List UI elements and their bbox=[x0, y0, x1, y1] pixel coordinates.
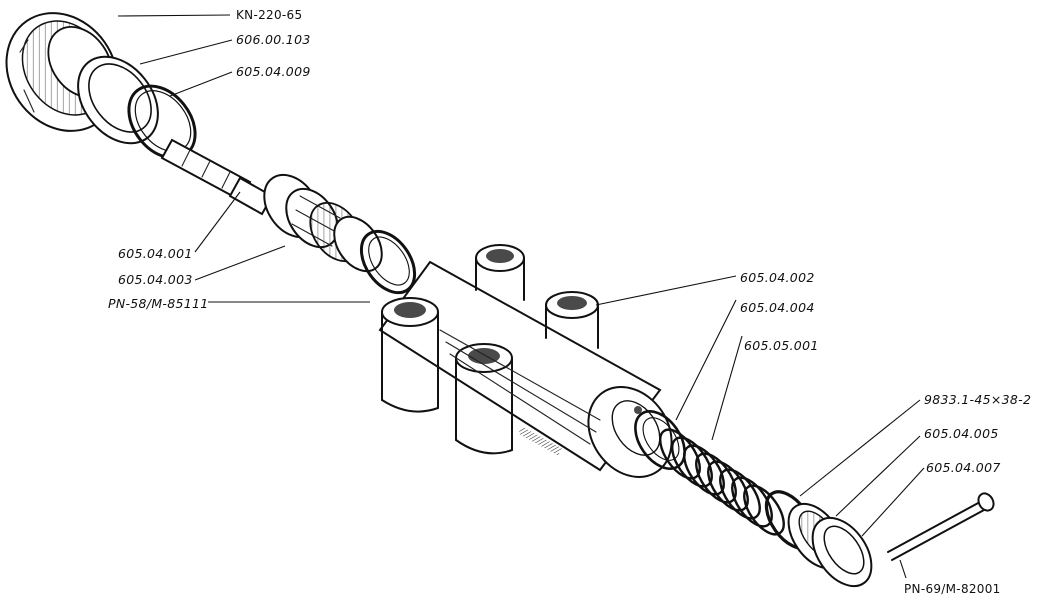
label-605-04-004: 605.04.004 bbox=[740, 300, 815, 315]
end-cap-605-04-007 bbox=[811, 516, 873, 588]
leader-lines bbox=[117, 14, 925, 579]
label-605-04-005: 605.04.005 bbox=[924, 426, 999, 441]
o-ring-pn-58-m-85111 bbox=[359, 229, 417, 295]
coil-spring-605-05-001 bbox=[659, 428, 785, 536]
label-605-04-009: 605.04.009 bbox=[236, 64, 311, 79]
label-605-04-003: 605.04.003 bbox=[118, 272, 193, 287]
label-kn-220-65: KN-220-65 bbox=[236, 8, 302, 22]
cylinder-body-605-04-002 bbox=[378, 244, 673, 478]
label-606-00-103: 606.00.103 bbox=[236, 32, 311, 47]
part-labels: KN-220-65 606.00.103 605.04.009 605.04.0… bbox=[108, 8, 1031, 596]
label-605-04-007: 605.04.007 bbox=[926, 460, 1001, 475]
label-605-05-001: 605.05.001 bbox=[744, 338, 819, 353]
label-pn-69-m-82001: PN-69/M-82001 bbox=[904, 582, 1001, 596]
label-605-04-001: 605.04.001 bbox=[118, 246, 193, 261]
piston-605-04-003 bbox=[263, 173, 383, 273]
label-9833-1: 9833.1-45×38-2 bbox=[924, 392, 1031, 407]
label-pn-58-m-85111: PN-58/M-85111 bbox=[108, 296, 208, 311]
label-605-04-002: 605.04.002 bbox=[740, 270, 815, 285]
piston-rod-605-04-001 bbox=[160, 138, 274, 216]
cotter-pin-pn-69-m-82001 bbox=[887, 492, 995, 561]
